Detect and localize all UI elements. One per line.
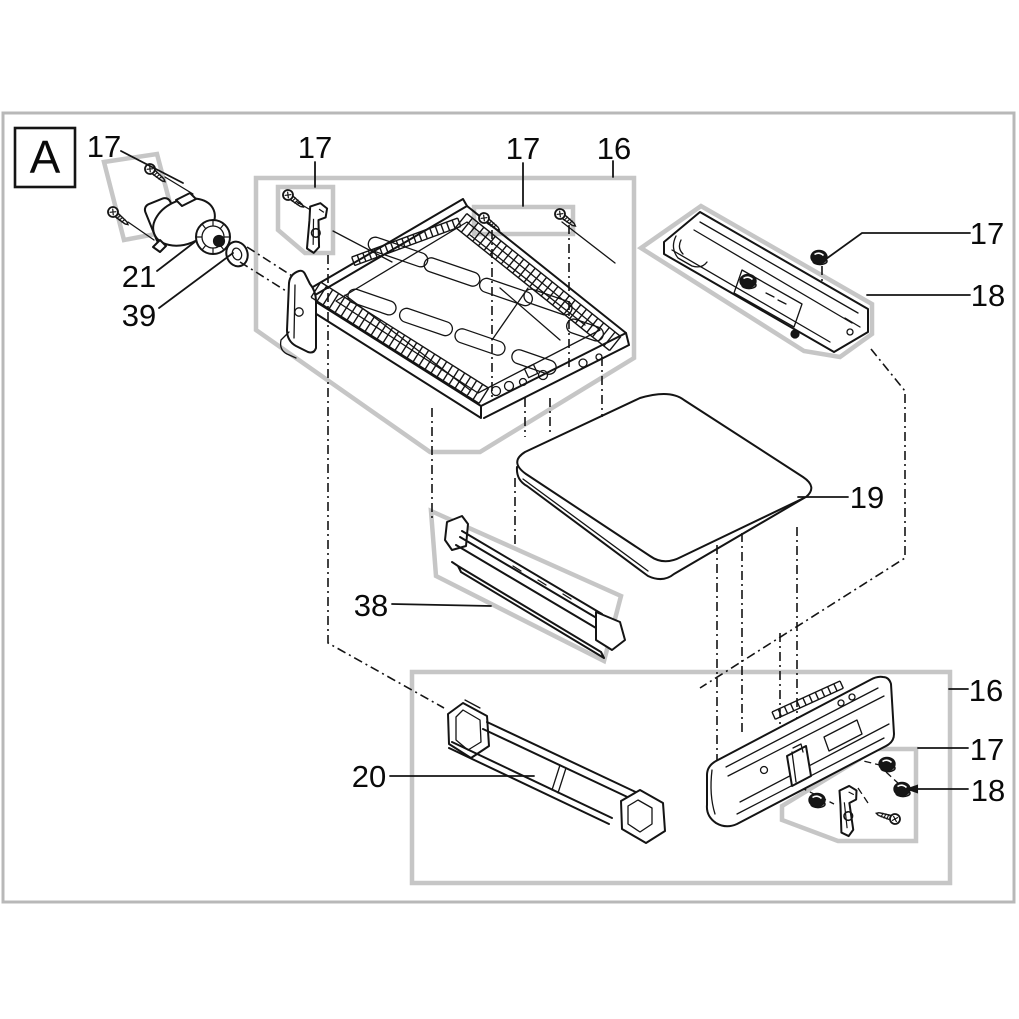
callout-21-motor: 21: [122, 259, 156, 294]
part-support-rail: [447, 699, 666, 844]
callout-20-rail: 20: [352, 759, 386, 794]
thumbscrew: [877, 756, 897, 773]
interior-rollers: [347, 236, 604, 375]
callout-17-kit: 17: [970, 732, 1004, 767]
group-housing-outline: [409, 669, 953, 886]
group-wiper-outline: [428, 507, 624, 665]
callout-labels: 17 21 39 17 17 16 17 18 19 38 20 16 17 1…: [87, 129, 1005, 808]
screw-icon: [280, 187, 308, 212]
leader-lines: [120, 150, 971, 794]
group-tray-outline: [253, 175, 637, 455]
thumbscrew: [807, 792, 827, 809]
callout-17-latch: 17: [298, 130, 332, 165]
callout-19-cover: 19: [850, 480, 884, 515]
motor-shaft: [212, 234, 226, 248]
group-outlines: [101, 151, 953, 886]
arrowhead: [905, 784, 918, 794]
callout-38-wiper: 38: [354, 588, 388, 623]
screw-icon: [873, 807, 903, 827]
callout-17-motor-screws: 17: [87, 129, 121, 164]
figure-border: [1, 111, 1016, 904]
part-housing-panel: [705, 675, 895, 828]
group-tray-screws-outline: [471, 204, 576, 237]
part-cover: [515, 393, 813, 580]
part-roller-tray: [279, 187, 630, 419]
part-side-bracket: [663, 211, 869, 353]
view-label-box: A: [13, 126, 77, 189]
callout-39-ring: 39: [122, 298, 156, 333]
callout-17-bracket: 17: [970, 216, 1004, 251]
thumbscrew: [809, 249, 829, 266]
latch-plate: [305, 201, 329, 255]
thumbscrew: [738, 273, 758, 290]
group-bracket-outline: [636, 203, 875, 360]
group-fastener-kit-outline: [779, 746, 919, 844]
callout-16-housing: 16: [969, 673, 1003, 708]
part-wiper-rail: [444, 515, 626, 659]
callout-18-knob: 18: [971, 773, 1005, 808]
tray-end-cap: [286, 269, 317, 354]
callout-17-tray-screws: 17: [506, 131, 540, 166]
part-motor: [105, 161, 249, 268]
group-latch-outline: [275, 184, 336, 256]
corrugation-hatching: [310, 213, 844, 720]
callout-18-bracket: 18: [971, 278, 1005, 313]
latch-plate: [837, 784, 861, 838]
view-label: A: [30, 131, 61, 183]
callout-16-tray: 16: [597, 131, 631, 166]
